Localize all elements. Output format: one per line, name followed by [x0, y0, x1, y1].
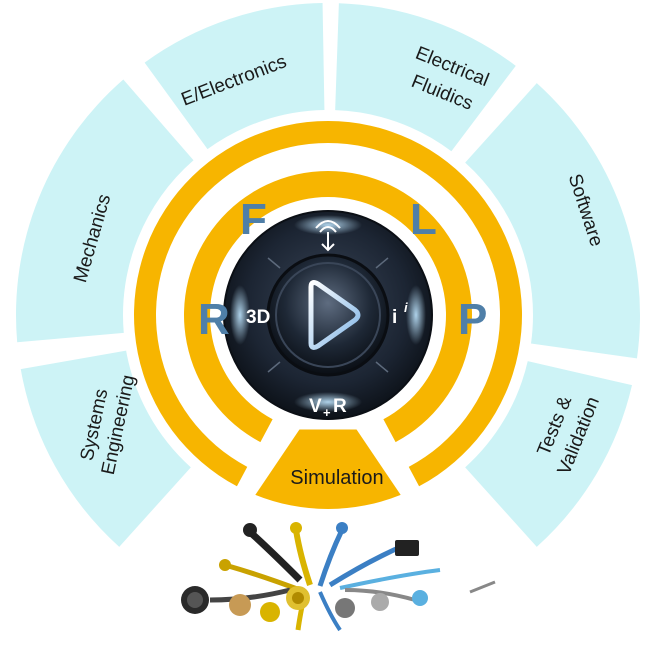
play-icon [308, 280, 361, 350]
antenna-icon [315, 220, 341, 252]
segment-tests-validation [465, 361, 633, 547]
compass-label-3d: 3D [246, 307, 270, 328]
compass-label-i-superscript: i [404, 300, 408, 315]
cable-bundle-image [181, 522, 496, 632]
segment-software [465, 83, 640, 359]
compass-label-r: R [333, 396, 347, 417]
play-button [266, 253, 390, 377]
rflp-letter-r: R [198, 295, 230, 344]
compass-label-i: i [392, 307, 397, 328]
compass-label-plus: + [323, 405, 331, 420]
compass: 3D i i V + R [223, 210, 433, 420]
segment-mechanics [16, 79, 194, 343]
rflp-letter-f: F [240, 195, 267, 244]
segment-systems-engineering [20, 350, 191, 547]
outer-segments [16, 3, 640, 547]
simulation-label: Simulation [290, 467, 383, 489]
rflp-letter-l: L [410, 195, 437, 244]
yellow-ring [134, 120, 522, 509]
rflp-letter-p: P [458, 295, 487, 344]
segment-e-electronics [144, 3, 325, 150]
compass-label-v: V [309, 396, 322, 417]
segment-electrical-fluidics [335, 3, 516, 152]
